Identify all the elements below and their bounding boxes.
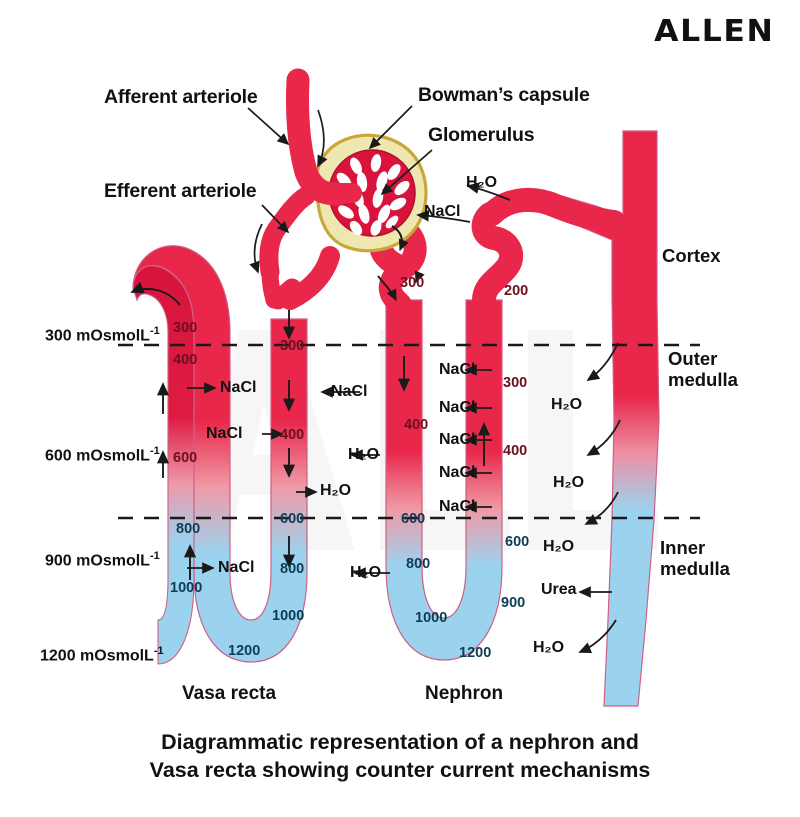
nephron-h2o-1: H₂O bbox=[348, 446, 380, 463]
osm-exp-900: -1 bbox=[149, 550, 160, 562]
vasarecta-asc-400: 400 bbox=[173, 352, 198, 368]
distal-tubule-junction bbox=[480, 187, 626, 234]
vasarecta-exchange-nacl-1: NaCl bbox=[220, 379, 257, 396]
nephron-nacl-3: NaCl bbox=[439, 431, 476, 448]
nephron-h2o-2: H₂O bbox=[350, 564, 382, 581]
outer-medulla-line1: Outer bbox=[668, 348, 718, 369]
label-glomerulus: Glomerulus bbox=[428, 124, 535, 146]
nephron-asc-300: 300 bbox=[503, 375, 528, 391]
osm-text-300: 300 mOsmolL bbox=[45, 327, 150, 345]
osmolality-label-300: 300 mOsmolL-1 bbox=[45, 325, 160, 345]
efferent-leader bbox=[261, 204, 290, 234]
nephron-nacl-4: NaCl bbox=[439, 464, 476, 481]
vasarecta-asc-300: 300 bbox=[173, 320, 198, 336]
nephron-nacl-1: NaCl bbox=[439, 361, 476, 378]
vasarecta-desc-600: 600 bbox=[280, 511, 305, 527]
vasarecta-exchange-nacl-3: NaCl bbox=[206, 425, 243, 442]
vasarecta-asc-800: 800 bbox=[176, 521, 201, 537]
label-afferent-arteriole: Afferent arteriole bbox=[104, 86, 258, 108]
vasarecta-desc-800: 800 bbox=[280, 561, 305, 577]
label-inner-medulla: Inner medulla bbox=[660, 537, 730, 580]
nephron-asc-900: 900 bbox=[501, 595, 526, 611]
vasarecta-asc-1000: 1000 bbox=[170, 580, 203, 596]
collecting-duct-h2o-2: H₂O bbox=[553, 474, 585, 491]
vasa-recta-inlet bbox=[280, 246, 340, 310]
nephron-tubule bbox=[385, 299, 503, 661]
exchange-arrows bbox=[187, 182, 621, 654]
nephron-top-h2o: H₂O bbox=[466, 174, 498, 191]
nephron-top-nacl: NaCl bbox=[424, 203, 461, 220]
label-nephron: Nephron bbox=[425, 683, 504, 704]
caption-line-1: Diagrammatic representation of a nephron… bbox=[161, 730, 639, 754]
osm-text-600: 600 mOsmolL bbox=[45, 447, 150, 465]
osm-text-900: 900 mOsmolL bbox=[45, 552, 150, 570]
collecting-duct-h2o-1: H₂O bbox=[551, 396, 583, 413]
nephron-nacl-2: NaCl bbox=[439, 399, 476, 416]
vasarecta-exchange-nacl-4: NaCl bbox=[218, 559, 255, 576]
vasa-recta-shape bbox=[132, 245, 308, 663]
nephron-proximal-300: 300 bbox=[400, 275, 425, 291]
figure-caption: Diagrammatic representation of a nephron… bbox=[0, 728, 800, 785]
label-outer-medulla: Outer medulla bbox=[668, 348, 738, 391]
vasarecta-asc-600: 600 bbox=[173, 450, 198, 466]
arterioles bbox=[259, 68, 362, 309]
collecting-duct-h2o-4: H₂O bbox=[533, 639, 565, 656]
label-vasa-recta: Vasa recta bbox=[182, 683, 277, 704]
nephron-desc-800: 800 bbox=[406, 556, 431, 572]
vasarecta-exchange-h2o: H₂O bbox=[320, 482, 352, 499]
nephron-desc-400: 400 bbox=[404, 417, 429, 433]
arteriole-flow-arrows bbox=[249, 109, 328, 274]
vasarecta-desc-400: 400 bbox=[280, 427, 305, 443]
nephron-asc-600: 600 bbox=[505, 534, 530, 550]
medulla-boundary-lines bbox=[118, 343, 700, 520]
nephron-loop-1200: 1200 bbox=[459, 645, 492, 661]
osm-text-1200: 1200 mOsmolL bbox=[40, 647, 154, 665]
vasarecta-desc-1000: 1000 bbox=[272, 608, 305, 624]
nephron-asc-400: 400 bbox=[503, 443, 528, 459]
nephron-asc-200: 200 bbox=[504, 283, 529, 299]
osm-exp-300: -1 bbox=[149, 325, 160, 337]
label-bowmans-capsule: Bowman’s capsule bbox=[418, 84, 590, 106]
brand-logo: ALLEN bbox=[654, 14, 775, 49]
bowmans-leader bbox=[368, 105, 413, 150]
nephron-desc-1000: 1000 bbox=[415, 610, 448, 626]
vasarecta-loop-1200: 1200 bbox=[228, 643, 261, 659]
outer-medulla-line2: medulla bbox=[668, 369, 738, 391]
flow-arrows bbox=[130, 225, 491, 580]
vasarecta-desc-300: 300 bbox=[280, 338, 305, 354]
inner-medulla-line1: Inner bbox=[660, 537, 706, 558]
osmolality-label-600: 600 mOsmolL-1 bbox=[45, 445, 160, 465]
osm-exp-1200: -1 bbox=[153, 645, 164, 657]
afferent-leader bbox=[247, 107, 290, 146]
caption-line-2: Vasa recta showing counter current mecha… bbox=[149, 758, 651, 783]
label-cortex: Cortex bbox=[662, 245, 721, 266]
osmolality-label-1200: 1200 mOsmolL-1 bbox=[40, 645, 164, 665]
collecting-duct-urea: Urea bbox=[541, 581, 577, 598]
glomerulus-leader bbox=[380, 149, 433, 196]
vasarecta-exchange-nacl-2: NaCl bbox=[331, 383, 368, 400]
nephron-nacl-5: NaCl bbox=[439, 498, 476, 515]
collecting-duct-h2o-3: H₂O bbox=[543, 538, 575, 555]
callout-leader-lines bbox=[247, 105, 433, 234]
label-efferent-arteriole: Efferent arteriole bbox=[104, 180, 257, 202]
nephron-desc-600: 600 bbox=[401, 511, 426, 527]
osm-exp-600: -1 bbox=[149, 445, 160, 457]
osmolality-label-900: 900 mOsmolL-1 bbox=[45, 550, 160, 570]
inner-medulla-line2: medulla bbox=[660, 558, 730, 580]
